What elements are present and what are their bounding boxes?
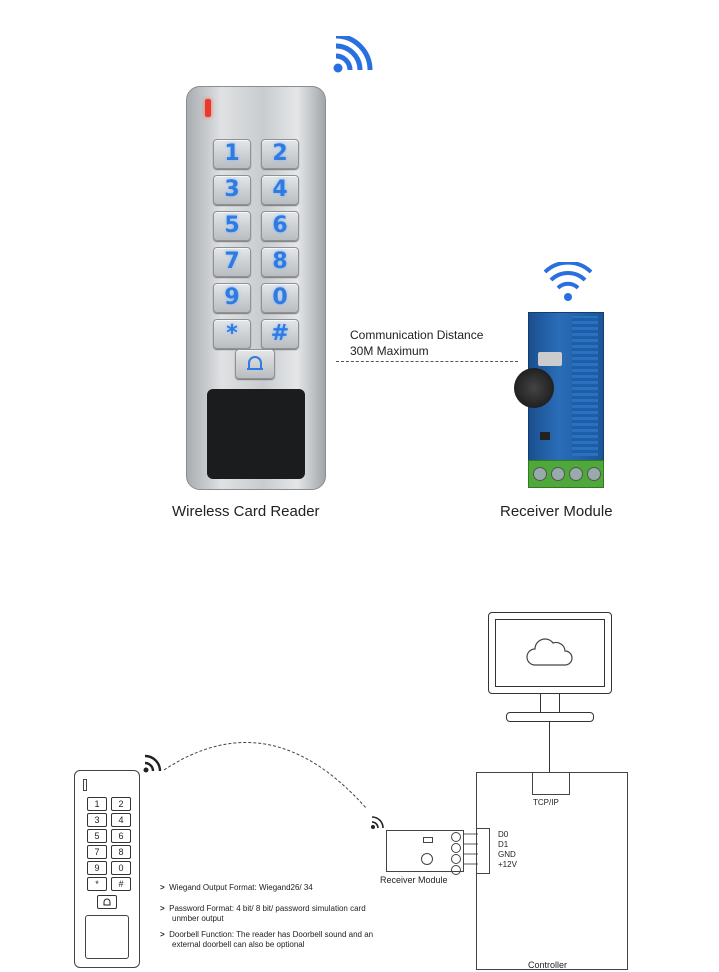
- reader-key: 0: [261, 283, 299, 313]
- wireless-card-reader-label: Wireless Card Reader: [172, 503, 320, 520]
- pin-12v: +12V: [498, 860, 517, 869]
- wifi-icon: [371, 816, 384, 829]
- pin-gnd: GND: [498, 850, 516, 859]
- small-reader-key: 6: [111, 829, 131, 843]
- comm-distance-line1: Communication Distance: [350, 328, 484, 342]
- reader-key: 6: [261, 211, 299, 241]
- buzzer: [514, 368, 554, 408]
- bell-icon: [247, 356, 263, 370]
- reader-key: 3: [213, 175, 251, 205]
- small-reader-key: 8: [111, 845, 131, 859]
- receiver-module-small-label: Receiver Module: [380, 875, 448, 885]
- pin-d1: D1: [498, 840, 509, 849]
- status-led: [205, 99, 211, 117]
- small-reader-key: 3: [87, 813, 107, 827]
- wiring: [464, 833, 478, 865]
- wifi-icon: [143, 754, 162, 773]
- feature-wiegand: > Wiegand Output Format: Wiegand26/ 34: [160, 883, 313, 892]
- card-sensor-area: [207, 389, 305, 479]
- terminal-block: [528, 460, 604, 488]
- reader-key: 5: [213, 211, 251, 241]
- comm-dashed-line: [336, 361, 518, 362]
- small-reader-key: 2: [111, 797, 131, 811]
- network-cable: [549, 722, 550, 772]
- small-reader-key: 4: [111, 813, 131, 827]
- receiver-module-small: [386, 830, 464, 875]
- reader-key: #: [261, 319, 299, 349]
- monitor-neck: [540, 694, 560, 713]
- small-reader-key: 7: [87, 845, 107, 859]
- small-reader-key: 5: [87, 829, 107, 843]
- small-reader-key: #: [111, 877, 131, 891]
- small-reader-key: 1: [87, 797, 107, 811]
- monitor: [488, 612, 612, 694]
- small-reader-key: 0: [111, 861, 131, 875]
- doorbell-key: [235, 349, 275, 379]
- tcpip-label: TCP/IP: [533, 798, 559, 807]
- reader-key: 9: [213, 283, 251, 313]
- bell-icon: [103, 898, 111, 906]
- reader-key: *: [213, 319, 251, 349]
- comm-distance-line2: 30M Maximum: [350, 344, 429, 358]
- monitor-base: [506, 712, 594, 722]
- tcpip-port: [532, 772, 570, 795]
- reader-key: 2: [261, 139, 299, 169]
- cloud-icon: [526, 638, 573, 666]
- small-reader-key: *: [87, 877, 107, 891]
- receiver-module-board: [514, 312, 604, 488]
- feature-doorbell: > Doorbell Function: The reader has Door…: [160, 930, 374, 949]
- small-reader-key: 9: [87, 861, 107, 875]
- controller-terminal: [476, 828, 490, 874]
- reader-key: 4: [261, 175, 299, 205]
- reader-key: 8: [261, 247, 299, 277]
- wireless-link-arc: [163, 742, 367, 809]
- small-doorbell-key: [97, 895, 117, 909]
- receiver-module-label: Receiver Module: [500, 503, 613, 520]
- feature-password: > Password Format: 4 bit/ 8 bit/ passwor…: [160, 904, 366, 923]
- reader-key: 1: [213, 139, 251, 169]
- wifi-icon: [544, 262, 592, 301]
- wifi-icon: [333, 36, 373, 73]
- reader-key: 7: [213, 247, 251, 277]
- pin-d0: D0: [498, 830, 509, 839]
- controller-label: Controller: [528, 960, 568, 970]
